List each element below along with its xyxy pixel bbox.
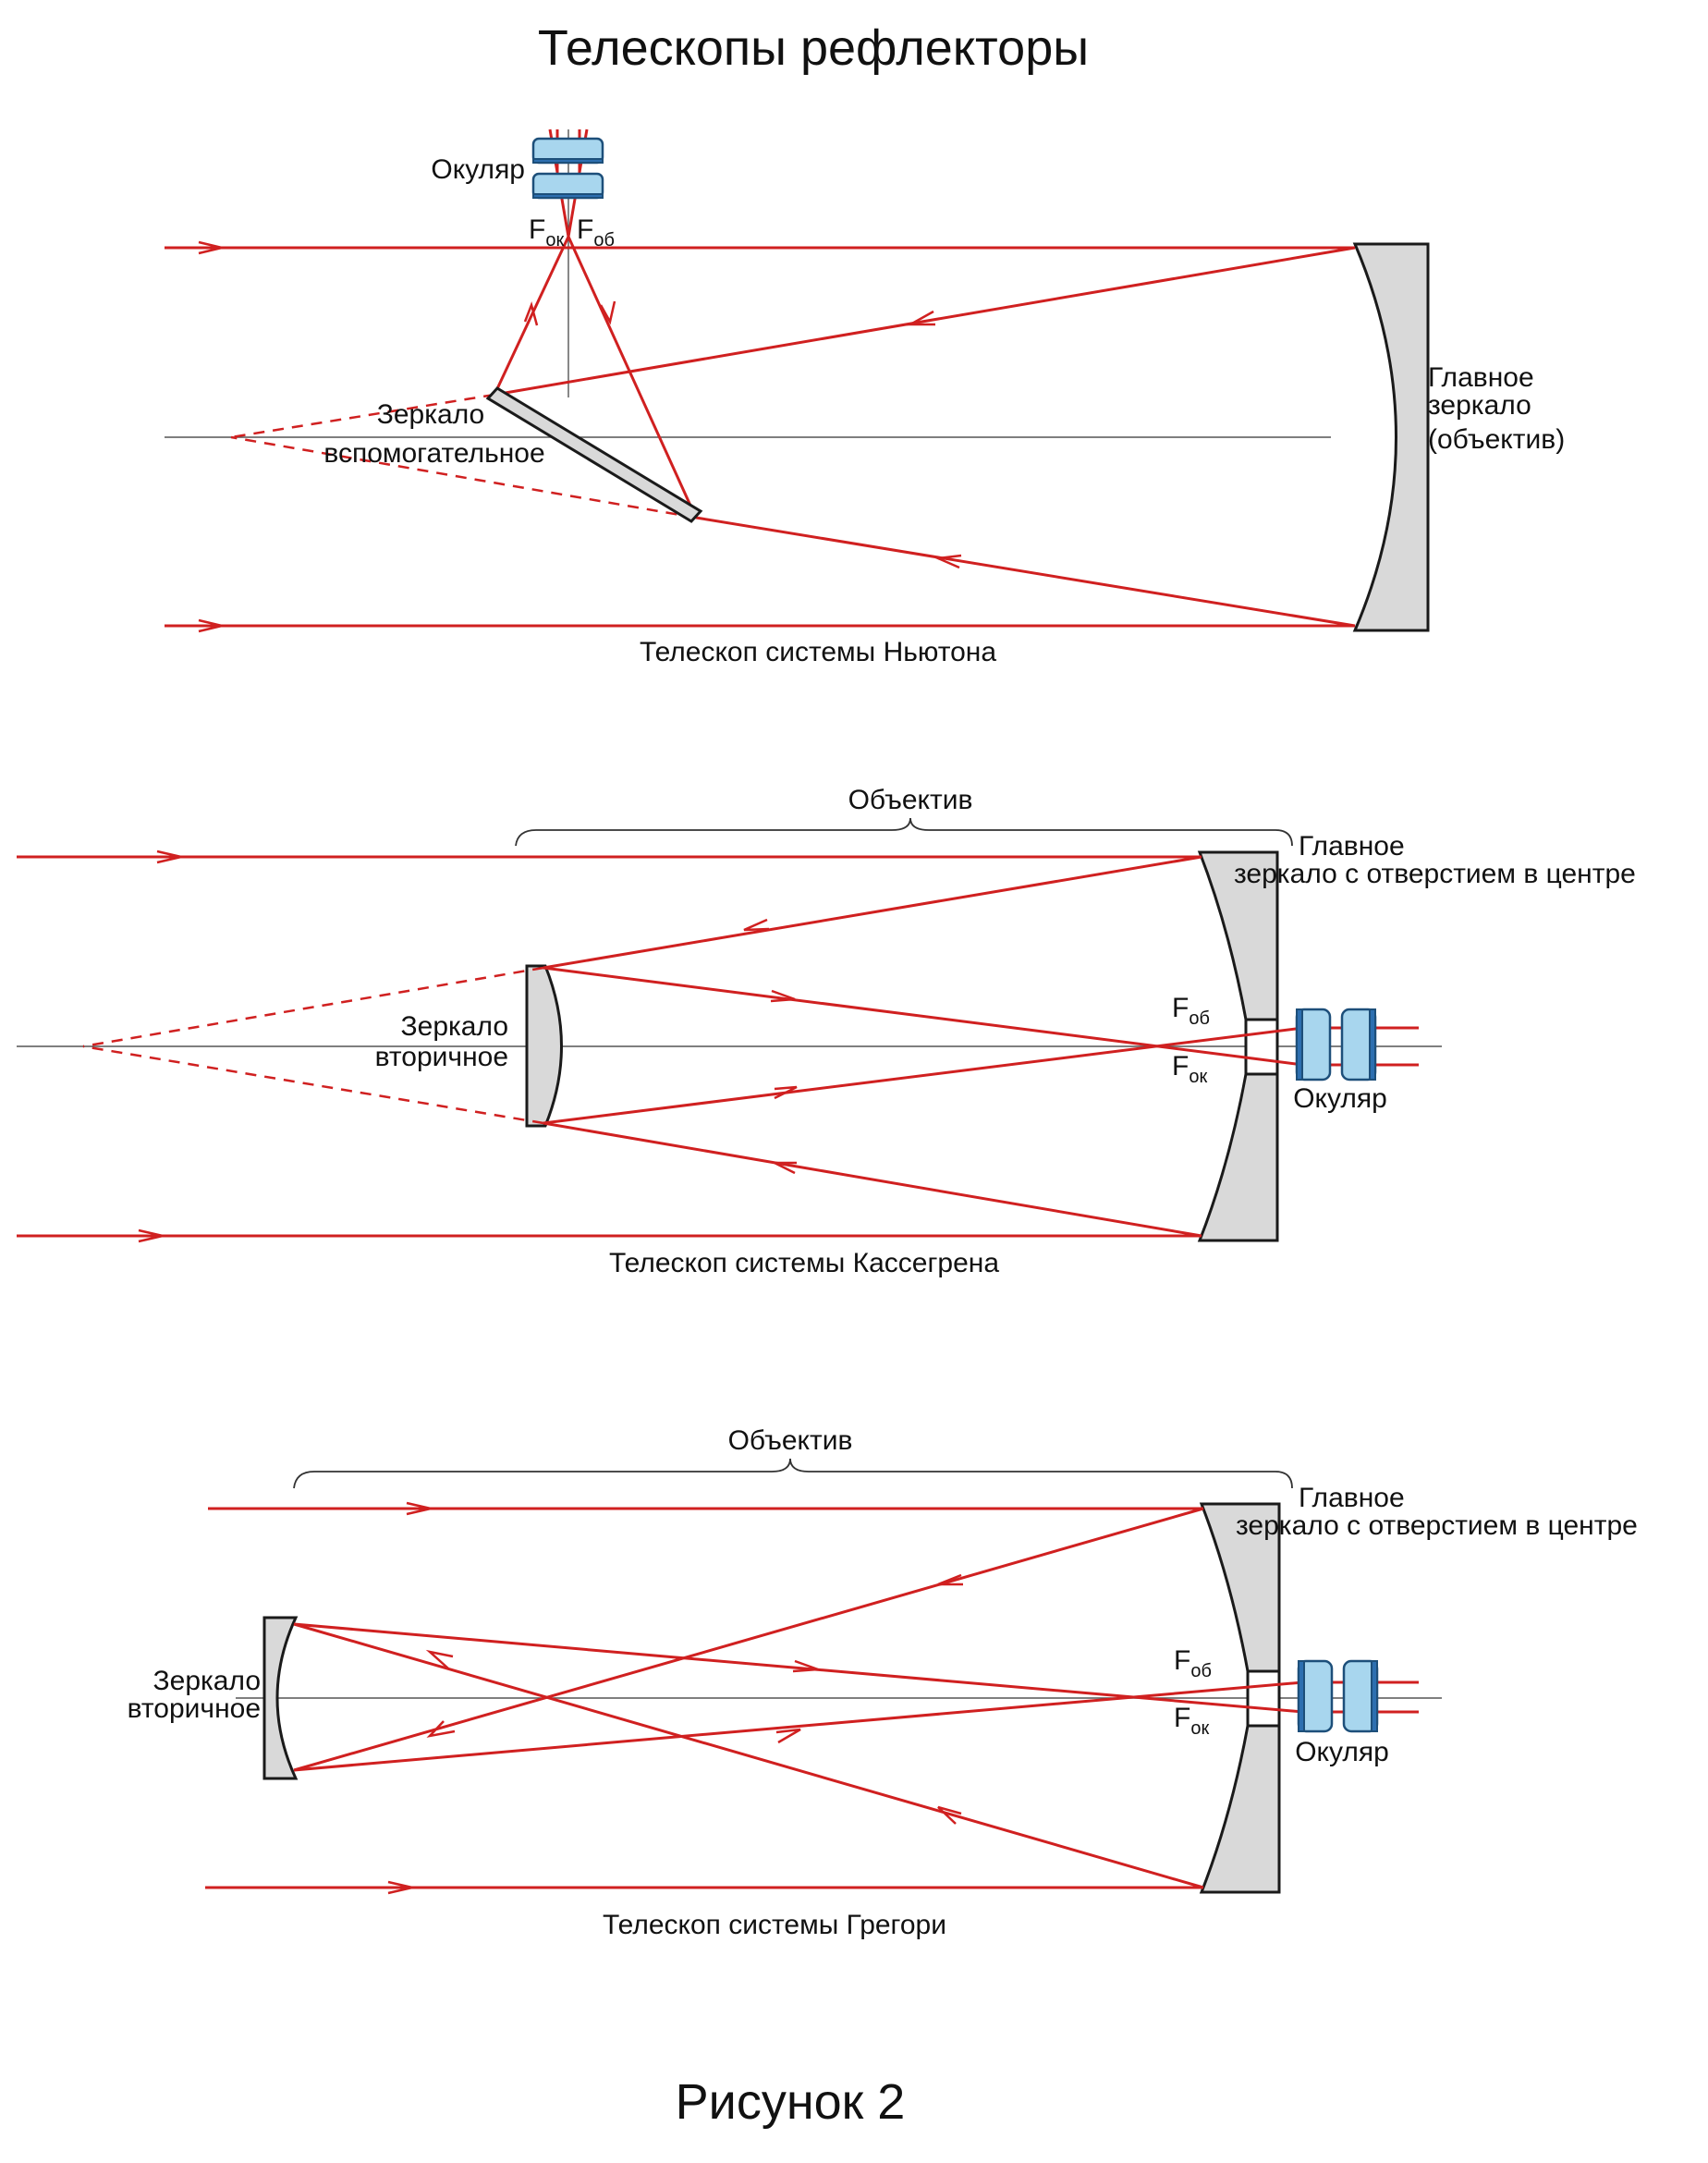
gregory-diagram: Объектив Главное зеркал	[128, 1425, 1638, 1940]
figure-caption: Рисунок 2	[676, 2074, 906, 2130]
gregory-objective-brace	[293, 1458, 1293, 1489]
gregory-objective-label: Объектив	[728, 1425, 853, 1456]
newton-ray-to-focus-1	[493, 236, 570, 396]
newton-arrow-top-reflected	[906, 310, 935, 326]
newton-primary-label-1: Главное	[1428, 362, 1534, 393]
newton-eyepiece	[531, 137, 604, 200]
gregory-arrow-secondary-2	[775, 1728, 801, 1744]
cassegrain-arrow-secondary-1	[770, 989, 796, 1003]
cassegrain-arrow-top-reflected	[743, 918, 770, 932]
gregory-f-eyepiece: Fок	[1174, 1703, 1209, 1739]
newton-virtual-ray-1	[230, 393, 495, 439]
gregory-secondary-mirror	[262, 1616, 299, 1780]
gregory-mirror-hole	[1246, 1669, 1281, 1728]
newton-arrow-bottom-reflected	[933, 554, 962, 569]
cassegrain-mirror-hole	[1244, 1018, 1279, 1076]
gregory-caption: Телескоп системы Грегори	[603, 1910, 946, 1940]
cassegrain-arrow-bottom-in	[138, 1228, 164, 1243]
gregory-eyepiece-label: Окуляр	[1295, 1737, 1389, 1767]
cassegrain-caption: Телескоп системы Кассегрена	[609, 1248, 999, 1278]
gregory-secondary-label-1: Зеркало	[153, 1666, 261, 1696]
newton-f-objective: Fоб	[577, 214, 615, 251]
gregory-primary-mirror-bottom	[1199, 1724, 1281, 1894]
newton-eyepiece-label: Окуляр	[431, 154, 525, 185]
cassegrain-arrow-top-in	[156, 849, 182, 864]
gregory-arrow-bottom-in	[387, 1880, 413, 1895]
gregory-arrow-bottom-reflected	[937, 1805, 962, 1825]
newton-arrow-top-in	[198, 240, 223, 255]
cassegrain-ray-top-reflected	[543, 855, 1202, 970]
newton-primary-mirror	[1352, 242, 1430, 632]
cassegrain-secondary-mirror	[525, 964, 563, 1128]
newton-secondary-label-2: вспомогательное	[323, 438, 544, 469]
gregory-f-objective: Fоб	[1174, 1645, 1212, 1681]
newton-arrow-down-2	[599, 300, 616, 325]
gregory-arrow-top-in	[406, 1501, 432, 1516]
newton-secondary-label-1: Зеркало	[377, 399, 484, 430]
cassegrain-primary-mirror-bottom	[1197, 1072, 1279, 1242]
newton-arrow-up-1	[523, 301, 539, 326]
newton-ray-to-focus-2	[567, 236, 698, 519]
gregory-arrow-left-2	[426, 1720, 456, 1738]
cassegrain-objective-label: Объектив	[848, 785, 973, 815]
cassegrain-ray-secondary-1	[543, 966, 1304, 1067]
cassegrain-virtual-ray-1	[82, 966, 544, 1048]
cassegrain-virtual-ray-2	[82, 1045, 544, 1125]
cassegrain-secondary-label-2: вторичное	[375, 1042, 508, 1072]
gregory-primary-label-2: зеркало с отверстием в центре	[1236, 1510, 1638, 1541]
cassegrain-ray-bottom-reflected	[543, 1121, 1202, 1238]
newton-ray-top-reflected	[494, 246, 1356, 397]
cassegrain-objective-brace	[515, 817, 1293, 847]
cassegrain-arrow-bottom-reflected	[774, 1161, 797, 1175]
newton-arrow-bottom-in	[198, 618, 223, 633]
cassegrain-secondary-label-1: Зеркало	[401, 1011, 508, 1042]
newton-ray-bottom-reflected	[695, 516, 1356, 628]
gregory-ray-top-reflected	[293, 1507, 1204, 1772]
newton-caption: Телескоп системы Ньютона	[640, 637, 996, 667]
newton-diagram: Окуляр Fок Fоб Зеркало вспомогательное Г…	[165, 128, 1565, 667]
cassegrain-primary-label-1: Главное	[1299, 831, 1405, 862]
gregory-primary-label-1: Главное	[1299, 1483, 1405, 1513]
newton-secondary-mirror	[485, 386, 703, 523]
newton-primary-label-2: зеркало	[1428, 390, 1531, 421]
gregory-arrow-secondary-1	[792, 1659, 819, 1673]
gregory-ray-secondary-2	[293, 1680, 1304, 1772]
newton-f-eyepiece: Fок	[529, 214, 564, 251]
gregory-ray-bottom-reflected	[293, 1622, 1204, 1889]
newton-primary-label-3: (объектив)	[1428, 424, 1565, 455]
cassegrain-arrow-secondary-2	[774, 1085, 798, 1100]
cassegrain-primary-label-2: зеркало с отверстием в центре	[1234, 859, 1636, 889]
gregory-secondary-label-2: вторичное	[128, 1693, 261, 1724]
cassegrain-diagram: Объектив Главное зеркал	[17, 785, 1636, 1278]
cassegrain-eyepiece-label: Окуляр	[1293, 1083, 1387, 1114]
cassegrain-eyepiece	[1295, 1008, 1377, 1082]
cassegrain-ray-secondary-2	[543, 1026, 1304, 1125]
cassegrain-f-objective: Fоб	[1172, 993, 1210, 1029]
gregory-arrow-top-reflected	[937, 1573, 963, 1586]
gregory-eyepiece	[1297, 1659, 1379, 1733]
cassegrain-f-eyepiece: Fок	[1172, 1051, 1207, 1087]
gregory-arrow-left-1	[425, 1649, 454, 1669]
newton-virtual-ray-2	[230, 435, 697, 519]
page-title: Телескопы рефлекторы	[538, 20, 1089, 76]
